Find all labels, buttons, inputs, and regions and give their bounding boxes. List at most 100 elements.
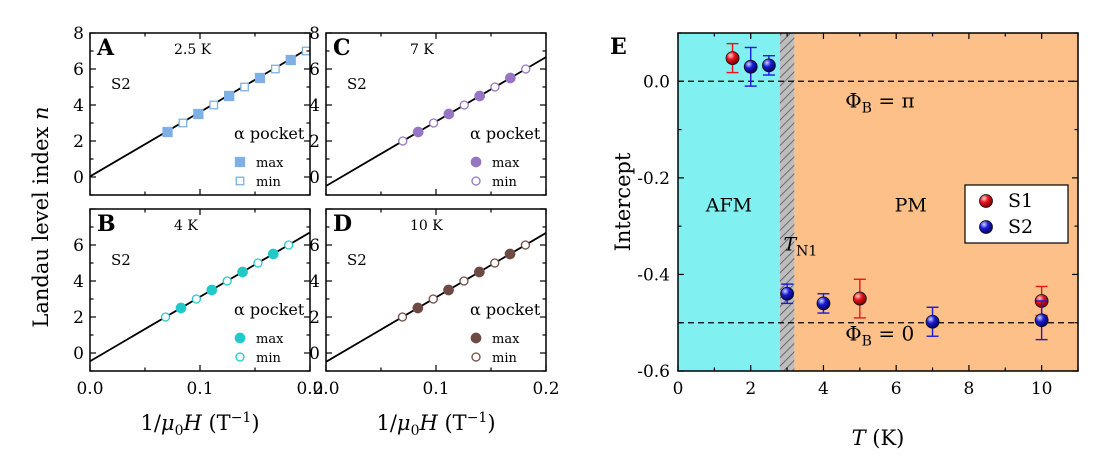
data-point-s1 — [725, 51, 740, 66]
marker-max — [223, 90, 235, 102]
berry-phase-label: ΦB = π — [845, 88, 914, 116]
marker-min — [160, 312, 171, 322]
data-point-s2 — [762, 58, 776, 73]
sample-label: S2 — [347, 251, 367, 269]
marker-min — [284, 240, 294, 250]
legend-label-min: min — [256, 351, 281, 366]
legend-box — [964, 184, 1069, 244]
marker-min — [209, 100, 219, 110]
marker-min — [428, 118, 439, 128]
x-axis-title: T (K) — [852, 426, 905, 450]
data-point-s1 — [852, 291, 867, 306]
x-tick-label: 2 — [745, 379, 756, 399]
legend-title: α pocket — [470, 300, 541, 319]
sample-label: S2 — [347, 75, 367, 93]
y-tick-label: 2 — [309, 308, 320, 328]
marker-min — [428, 294, 438, 304]
legend-label-max: max — [256, 156, 284, 171]
marker-min — [191, 294, 202, 304]
marker-max — [505, 72, 516, 84]
legend-title: α pocket — [234, 300, 305, 319]
marker-max — [473, 266, 485, 278]
marker-max — [412, 126, 424, 138]
temperature-label: 4 K — [174, 218, 198, 234]
marker-min — [270, 64, 280, 74]
temperature-label: 10 K — [410, 218, 443, 234]
data-point-s2 — [780, 286, 794, 301]
marker-max — [285, 54, 296, 66]
legend-label-min: min — [492, 175, 517, 190]
y-tick-label: 4 — [309, 96, 320, 116]
x-tick-label: 8 — [963, 379, 974, 399]
x-tick-label: 10 — [1031, 379, 1053, 399]
marker-min — [398, 136, 408, 146]
pm-label: PM — [895, 195, 927, 217]
legend-label-max: max — [492, 156, 520, 171]
sample-label: S2 — [111, 75, 131, 93]
y-tick-label: -0.4 — [637, 265, 670, 285]
legend-label-s2: S2 — [1008, 216, 1033, 238]
marker-max — [237, 266, 248, 278]
x-tick-label: 0 — [673, 379, 684, 399]
legend-marker-max — [234, 156, 246, 168]
panel-label: C — [333, 35, 351, 61]
y-tick-label: 6 — [309, 60, 320, 80]
marker-max — [443, 108, 455, 120]
legend-marker-max — [470, 332, 482, 344]
afm-label: AFM — [705, 195, 752, 217]
marker-max — [443, 284, 454, 296]
legend-marker-min — [471, 352, 481, 362]
x-tick-label: 0.1 — [186, 379, 213, 399]
y-tick-label: 8 — [73, 24, 84, 44]
temperature-label: 7 K — [410, 42, 434, 58]
marker-max — [175, 302, 187, 314]
berry-phase-label: ΦB = 0 — [845, 322, 914, 350]
tn1-label: TN1 — [783, 233, 817, 259]
legend-marker-s2 — [979, 220, 993, 234]
marker-min — [253, 258, 263, 268]
x-tick-label: 0.1 — [422, 379, 449, 399]
x-axis-title-left: 1/μ0H (T−1) — [140, 410, 259, 439]
y-tick-label: 0 — [73, 168, 84, 188]
afm-region — [678, 33, 780, 371]
marker-min — [459, 100, 469, 110]
legend-marker-min — [235, 352, 245, 362]
y-tick-label: 6 — [309, 236, 320, 256]
data-point-s2 — [816, 296, 831, 311]
panel-label: B — [97, 211, 116, 237]
x-tick-label: 0.2 — [296, 379, 323, 399]
x-tick-label: 0.2 — [532, 379, 559, 399]
marker-max — [254, 72, 266, 84]
legend-marker-min — [235, 176, 245, 186]
marker-min — [490, 82, 500, 92]
legend-label-max: max — [256, 332, 284, 347]
panel-label: E — [610, 34, 627, 60]
marker-min — [397, 312, 408, 322]
y-tick-label: 0 — [309, 344, 320, 364]
y-axis-title: Intercept — [611, 152, 635, 251]
marker-min — [178, 118, 188, 128]
x-tick-label: 0.0 — [312, 379, 339, 399]
y-tick-label: 0 — [73, 344, 84, 364]
data-point-s2 — [743, 59, 758, 74]
marker-min — [490, 258, 500, 268]
marker-min — [222, 276, 232, 286]
y-tick-label: 6 — [73, 236, 84, 256]
data-point-s2 — [1034, 313, 1049, 328]
y-tick-label: 0 — [309, 168, 320, 188]
marker-max — [267, 248, 279, 260]
marker-min — [240, 82, 249, 92]
legend-marker-max — [234, 332, 246, 344]
x-tick-label: 0.0 — [76, 379, 103, 399]
legend-label-min: min — [256, 175, 281, 190]
marker-max — [206, 284, 218, 296]
data-point-s2 — [925, 314, 940, 329]
y-tick-label: -0.6 — [637, 362, 670, 382]
y-tick-label: 6 — [73, 60, 84, 80]
y-tick-label: 4 — [73, 272, 84, 292]
transition-region — [779, 33, 795, 371]
y-tick-label: -0.2 — [637, 169, 670, 189]
